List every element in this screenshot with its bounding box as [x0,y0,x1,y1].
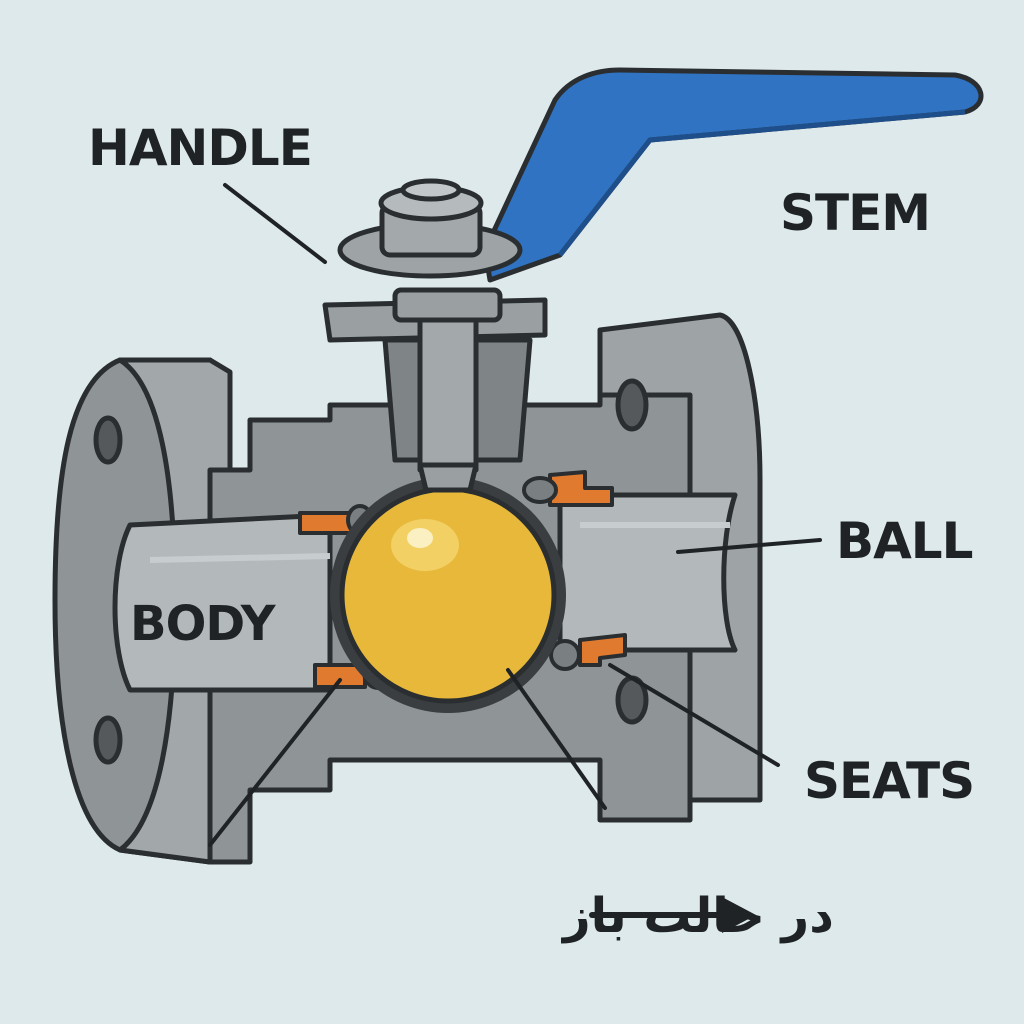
left-bolt-hole-bottom [93,715,123,765]
seat-upper-left [298,511,354,535]
right-bolt-hole-top [615,378,649,432]
leader-ball-lower [506,668,607,810]
label-handle: HANDLE [88,119,312,177]
arrow-right-icon [589,897,756,933]
leader-seats-left [208,678,342,847]
stem-shaft [417,297,479,473]
ball-sphere [339,486,557,704]
handle [337,67,984,283]
leader-handle [223,183,327,264]
leader-ball [676,538,822,554]
bore-right [557,492,738,653]
label-stem: STEM [780,184,930,242]
ball [330,477,566,713]
label-seats: SEATS [804,752,974,810]
seat-upper-right [548,470,614,507]
handle-lever [482,67,984,283]
seat-lower-right [578,633,627,667]
label-body: BODY [130,596,277,652]
right-flange [597,312,763,803]
leader-seats-right [608,663,780,767]
label-ball: BALL [836,512,973,570]
left-bolt-hole-top [93,415,123,465]
stem [392,287,503,493]
leader-lines [208,183,822,847]
